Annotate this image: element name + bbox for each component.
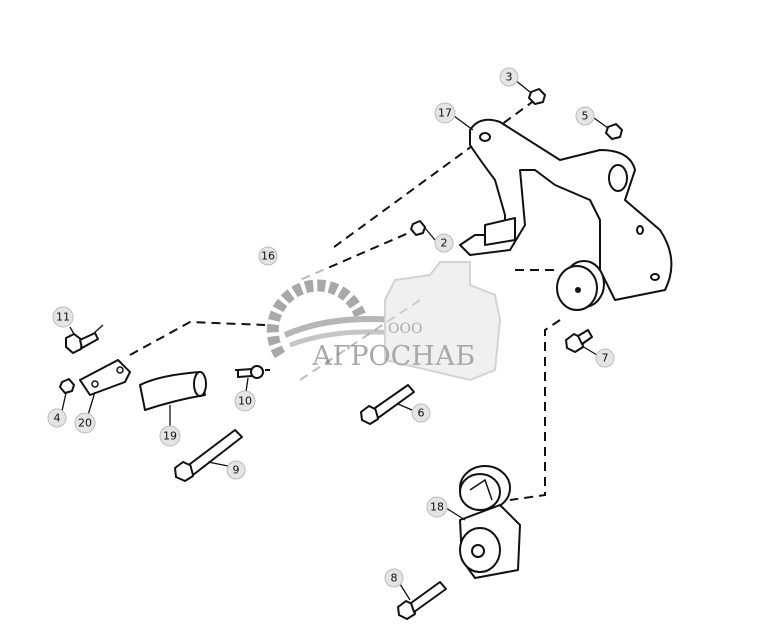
svg-text:8: 8 xyxy=(391,572,398,585)
callout-18: 18 xyxy=(426,496,448,518)
gear-icon xyxy=(266,279,366,359)
bolt-7 xyxy=(565,329,593,353)
bolt-6 xyxy=(360,384,415,425)
callout-5: 5 xyxy=(575,106,595,126)
svg-text:4: 4 xyxy=(54,412,61,425)
callout-17: 17 xyxy=(434,102,456,124)
svg-text:5: 5 xyxy=(582,110,589,123)
svg-text:АГРОСНАБ: АГРОСНАБ xyxy=(312,341,475,372)
idler-pulley xyxy=(556,260,605,311)
bolt-11 xyxy=(65,324,104,354)
spacer-19 xyxy=(139,371,207,411)
callout-9: 9 xyxy=(226,460,246,480)
bolt-9 xyxy=(174,429,243,482)
callout-3: 3 xyxy=(499,67,519,87)
callout-11: 11 xyxy=(52,306,74,328)
nut-4 xyxy=(59,378,75,394)
watermark-logo: ООО АГРОСНАБ xyxy=(266,261,512,383)
nut-3 xyxy=(528,88,546,105)
svg-text:17: 17 xyxy=(438,107,452,120)
belt-tensioner xyxy=(459,465,521,579)
svg-text:10: 10 xyxy=(238,395,252,408)
svg-text:20: 20 xyxy=(78,417,92,430)
callouts: 3 17 5 2 16 11 4 20 19 10 9 6 7 18 8 xyxy=(47,67,615,588)
callout-10: 10 xyxy=(234,390,256,412)
bracket-20 xyxy=(79,359,131,396)
svg-text:3: 3 xyxy=(506,71,513,84)
callout-16: 16 xyxy=(258,246,278,266)
leader-lines xyxy=(61,79,609,601)
mounting-bracket xyxy=(459,118,673,301)
pin-10 xyxy=(237,365,264,379)
svg-text:18: 18 xyxy=(430,501,444,514)
callout-19: 19 xyxy=(159,425,181,447)
callout-2: 2 xyxy=(434,233,454,253)
svg-text:2: 2 xyxy=(441,237,448,250)
combine-harvester-icon xyxy=(384,261,502,382)
callout-8: 8 xyxy=(384,568,404,588)
callout-4: 4 xyxy=(47,408,67,428)
callout-6: 6 xyxy=(411,403,431,423)
svg-text:ООО: ООО xyxy=(388,321,422,337)
bolt-8 xyxy=(397,581,447,620)
svg-text:19: 19 xyxy=(163,430,177,443)
callout-7: 7 xyxy=(595,348,615,368)
svg-text:11: 11 xyxy=(56,311,70,324)
svg-text:6: 6 xyxy=(418,407,425,420)
nut-5 xyxy=(605,123,623,140)
svg-text:7: 7 xyxy=(602,352,609,365)
svg-text:16: 16 xyxy=(261,250,275,263)
svg-text:9: 9 xyxy=(233,464,240,477)
nut-2 xyxy=(410,220,436,241)
callout-20: 20 xyxy=(74,412,96,434)
